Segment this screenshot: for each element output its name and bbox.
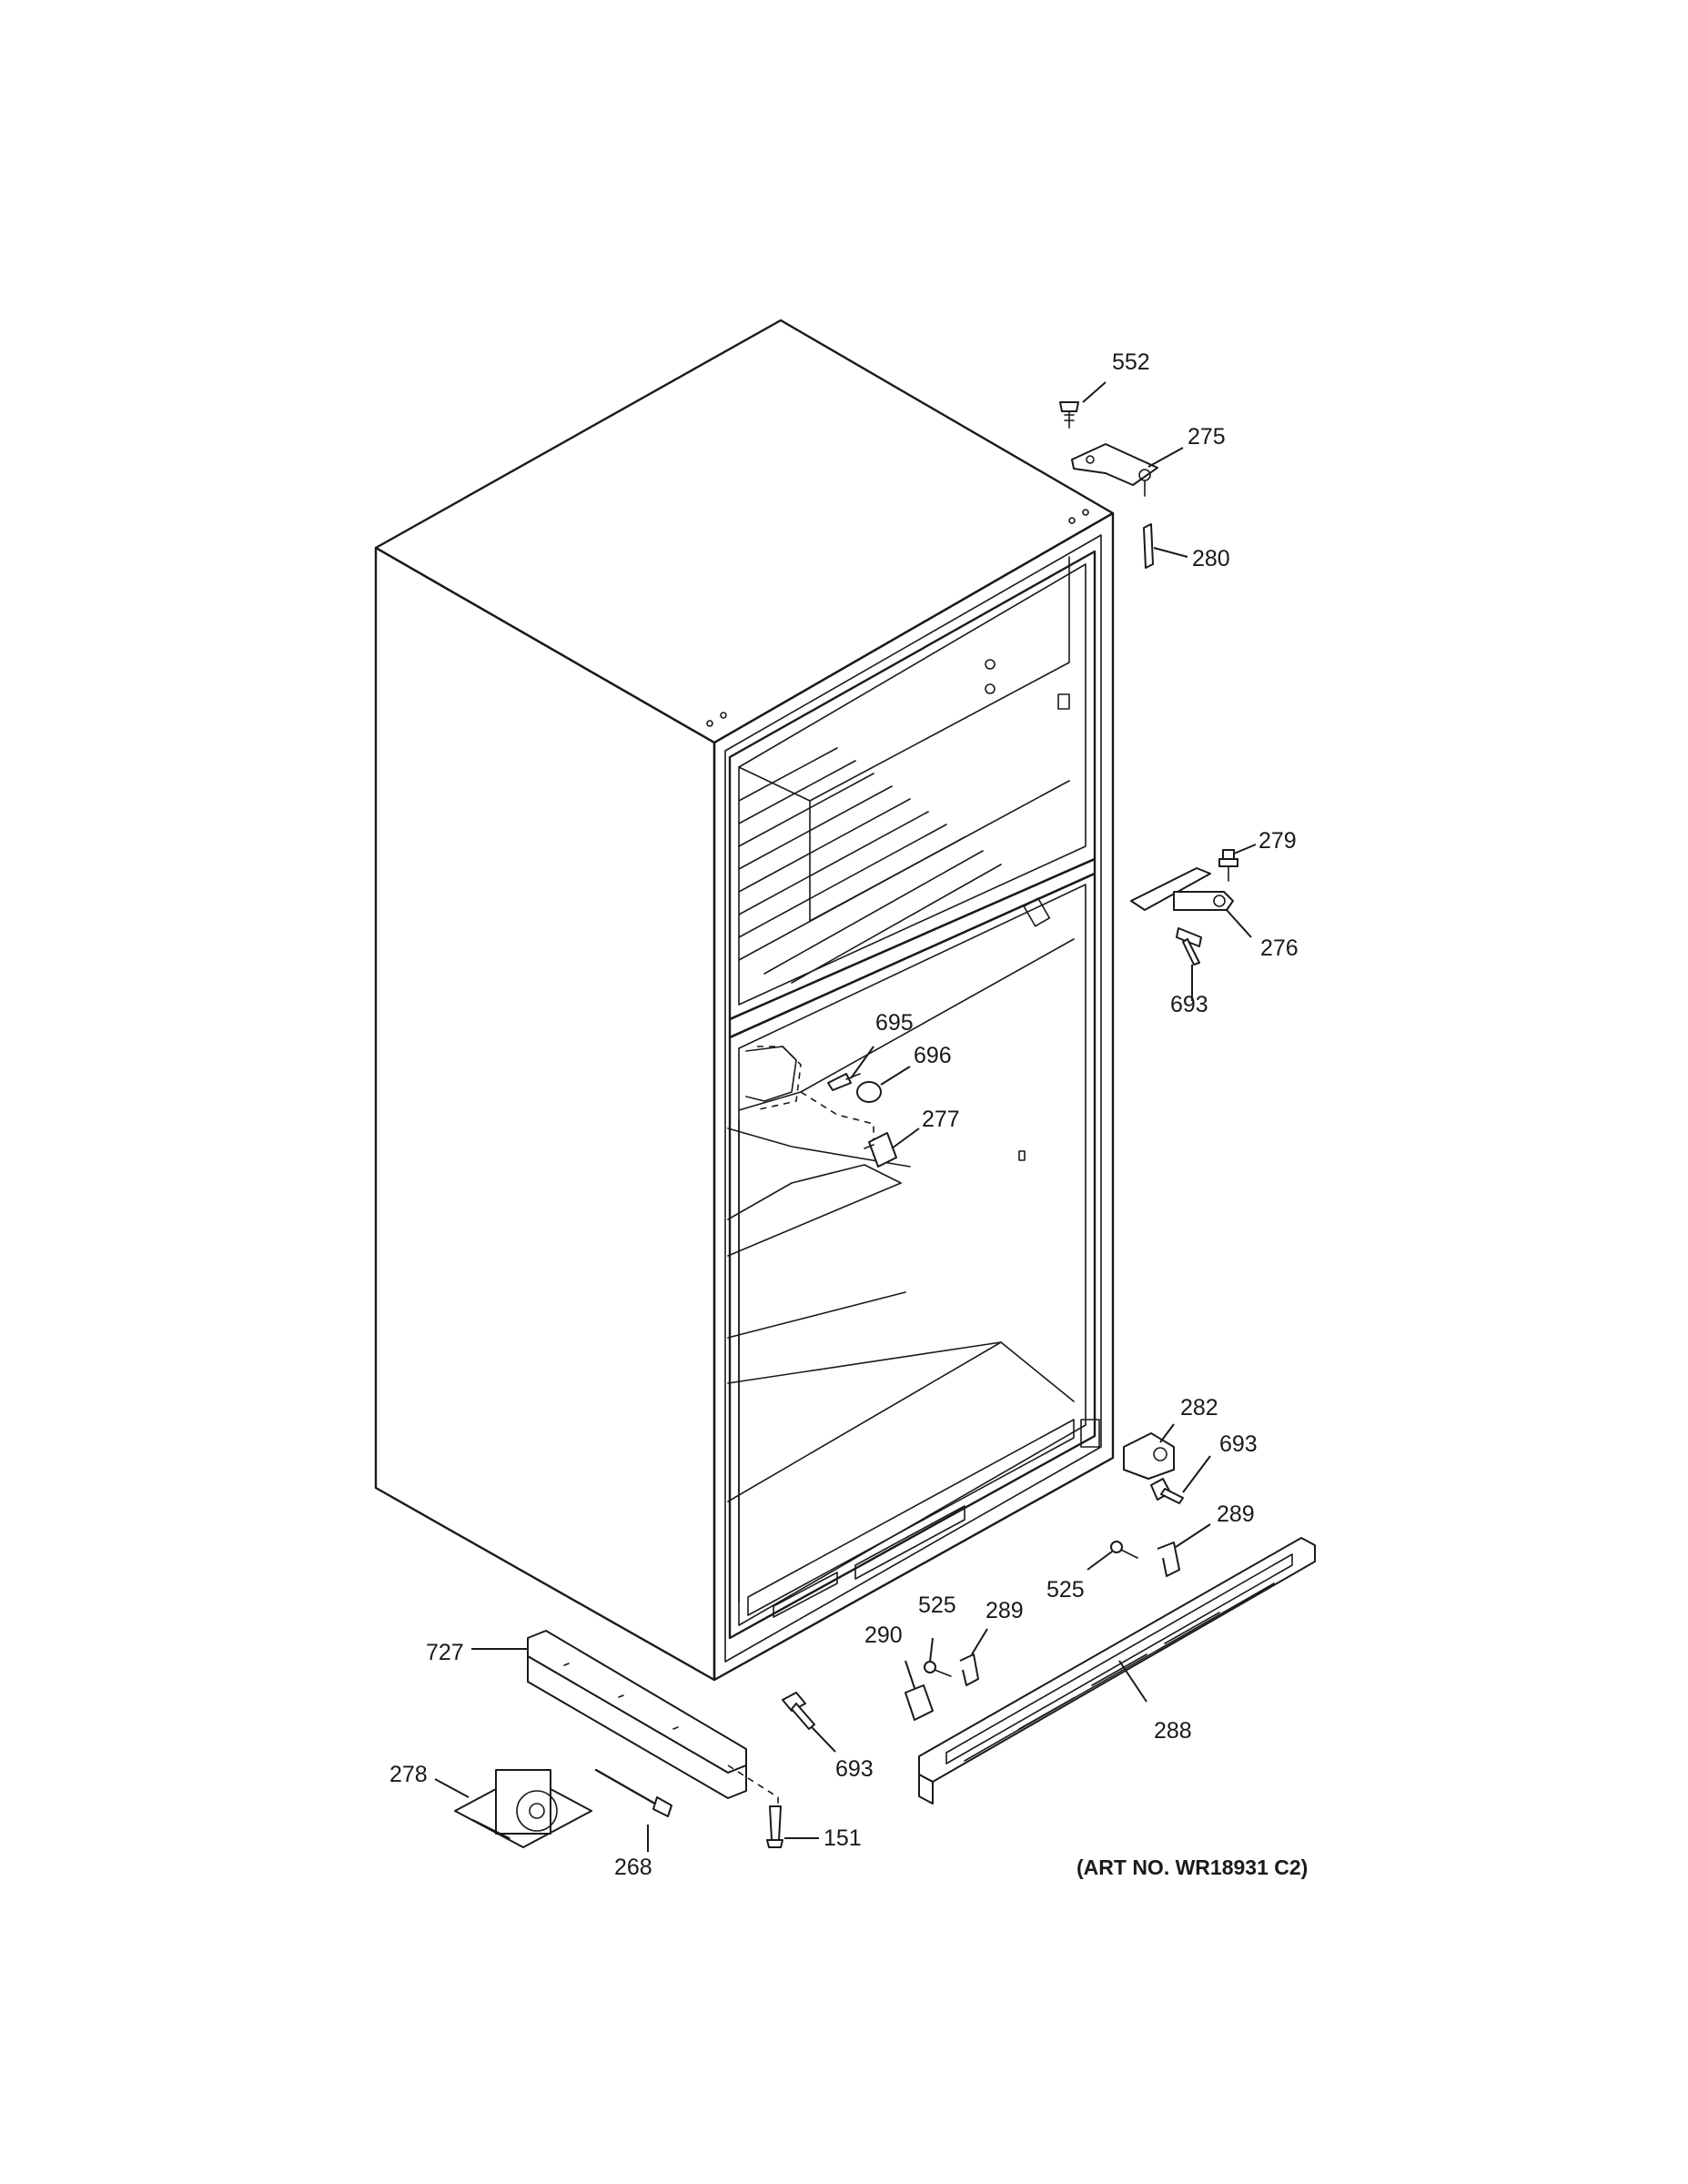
part-275-top-hinge (1071, 443, 1158, 497)
part-268-bolt (594, 1768, 672, 1817)
callout-289-lower: 289 (986, 1598, 1024, 1623)
callout-693-upper: 693 (1170, 992, 1208, 1017)
part-525-screw-upper (1110, 1541, 1138, 1559)
callout-552: 552 (1112, 349, 1150, 375)
part-695-screw (827, 1073, 861, 1091)
callout-279: 279 (1258, 828, 1297, 854)
callout-278: 278 (389, 1762, 428, 1787)
part-552-hinge-pin (1059, 401, 1079, 429)
callout-525-upper: 525 (1046, 1577, 1085, 1603)
part-282-bottom-hinge (1123, 1432, 1175, 1480)
part-290-clip (905, 1684, 934, 1721)
part-279-hinge-pin (1218, 849, 1238, 882)
callout-290: 290 (864, 1623, 903, 1648)
part-289-clip-upper (1157, 1542, 1180, 1577)
callout-695: 695 (875, 1010, 914, 1036)
callout-693-middle: 693 (1219, 1431, 1258, 1457)
callout-268: 268 (614, 1855, 652, 1880)
freezer-compartment (728, 550, 1097, 1021)
part-727-kickplate (527, 1630, 747, 1799)
part-693-screw-middle (1150, 1478, 1184, 1504)
callout-693-lower: 693 (835, 1756, 874, 1782)
callout-525-lower: 525 (918, 1592, 956, 1618)
part-288-grille (918, 1537, 1316, 1805)
leader-lines (434, 381, 1257, 1852)
part-693-screw-lower (782, 1692, 815, 1730)
callout-289-upper: 289 (1217, 1502, 1255, 1527)
callout-696: 696 (914, 1043, 952, 1068)
fresh-food-compartment (727, 872, 1100, 1640)
part-525-screw-lower (924, 1661, 952, 1677)
callout-277: 277 (922, 1107, 960, 1132)
part-693-screw-upper (1176, 927, 1202, 966)
part-151-screw (766, 1805, 783, 1848)
art-number: (ART NO. WR18931 C2) (1076, 1855, 1308, 1879)
callout-276: 276 (1260, 935, 1299, 961)
callout-151: 151 (824, 1825, 862, 1851)
callout-280: 280 (1192, 546, 1230, 571)
freezer-floor-ribs (738, 747, 1002, 984)
part-289-clip-lower (959, 1653, 979, 1686)
part-277-bracket (864, 1132, 897, 1168)
part-696-plug (856, 1081, 882, 1103)
callout-288: 288 (1154, 1718, 1192, 1744)
callout-282: 282 (1180, 1395, 1218, 1421)
callout-labels: 552 275 280 279 276 693 695 696 277 282 … (389, 349, 1299, 1880)
callout-727: 727 (426, 1640, 464, 1665)
cabinet (374, 318, 1115, 1682)
callout-275: 275 (1188, 424, 1226, 450)
part-276-center-hinge (1130, 867, 1234, 911)
part-280-shim (1143, 523, 1154, 569)
part-278-roller-assembly (454, 1769, 592, 1848)
